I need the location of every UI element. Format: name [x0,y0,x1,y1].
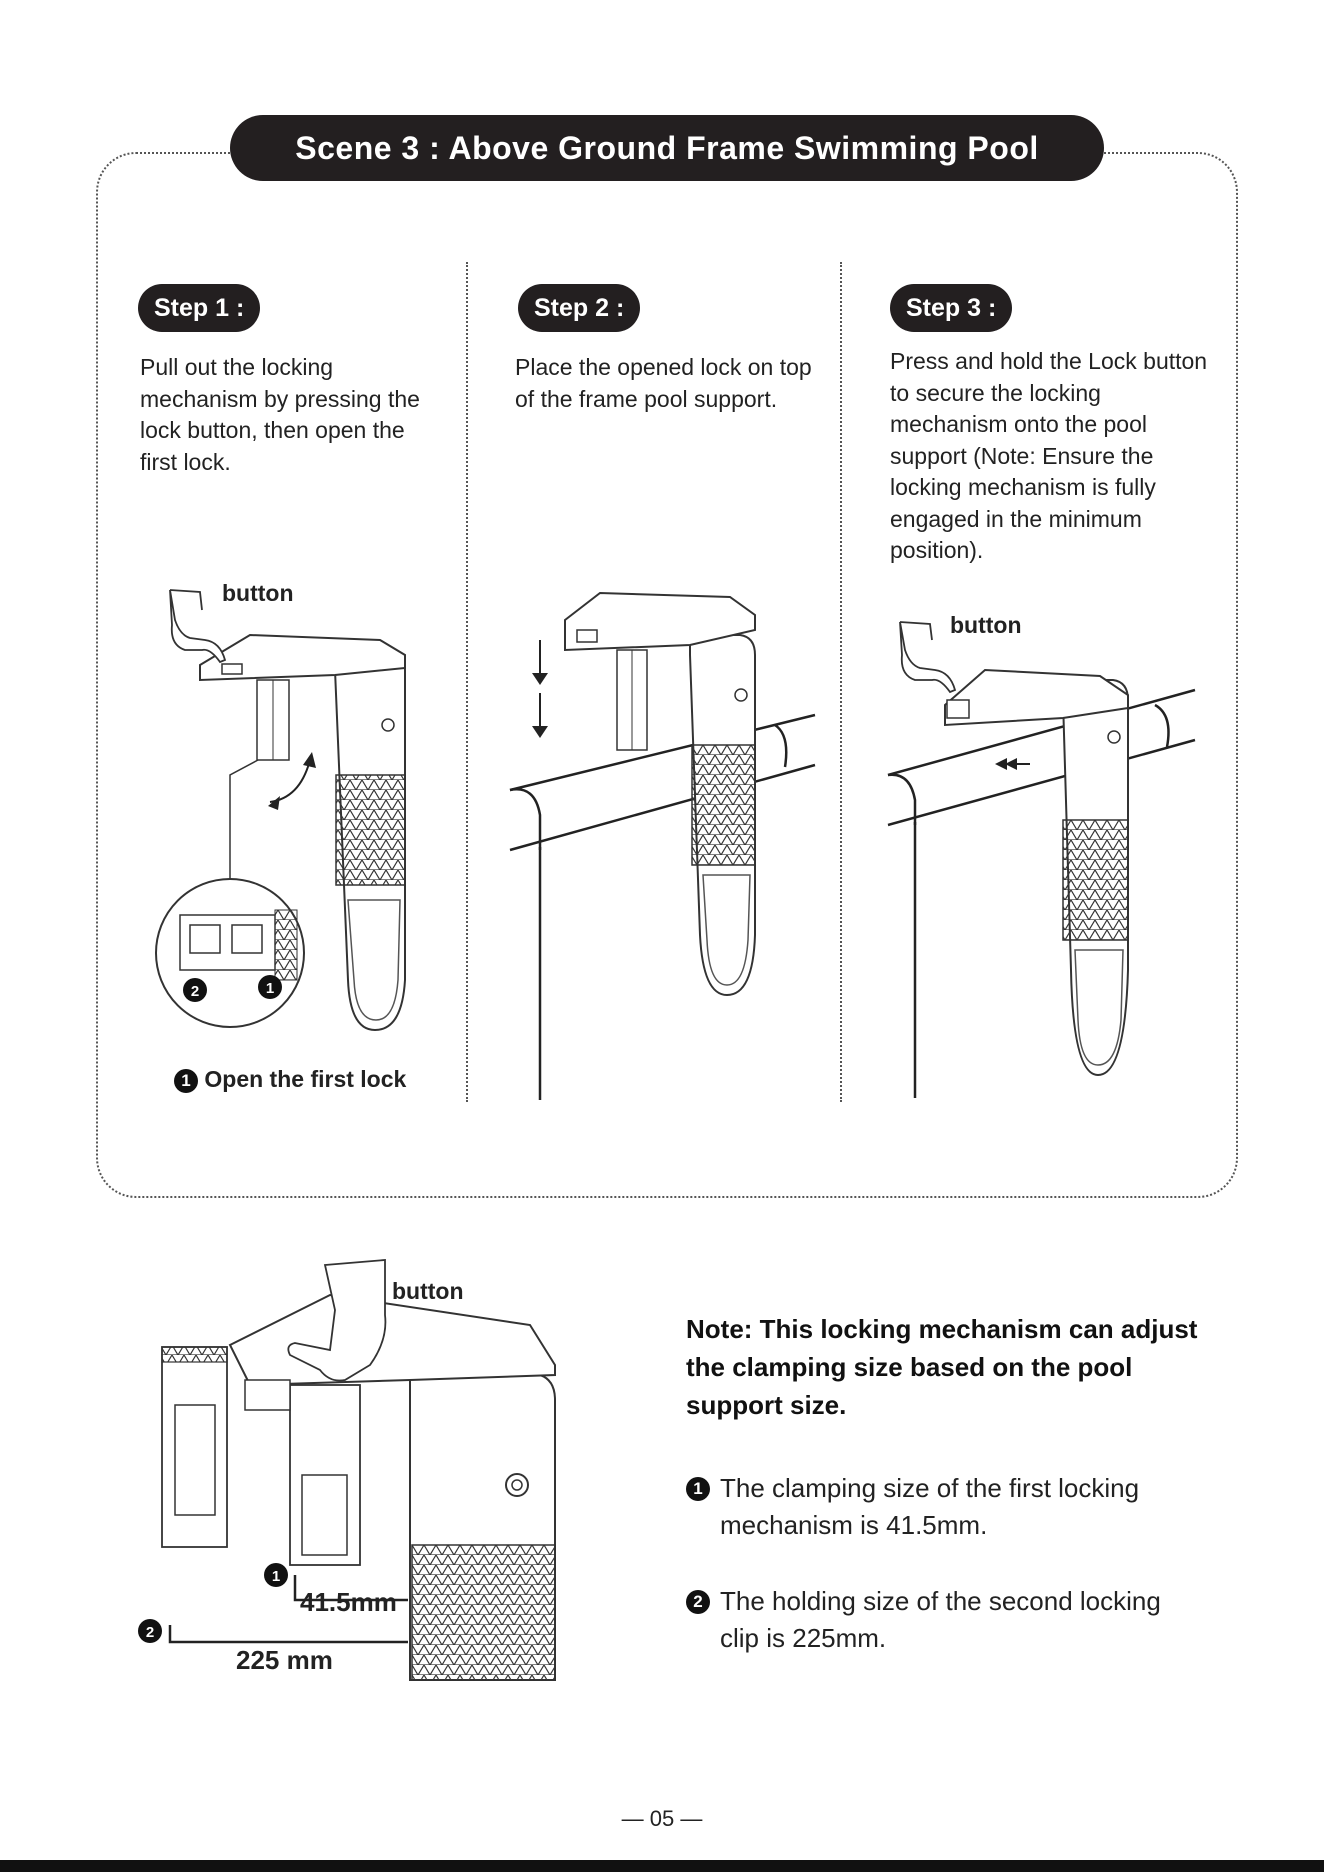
marker-2-icon: 2 [146,1624,154,1641]
scene-title: Scene 3 : Above Ground Frame Swimming Po… [230,115,1104,181]
step-2-badge: Step 2 : [518,284,641,332]
marker-1-icon: 1 [686,1477,710,1501]
step-2-text: Place the opened lock on top of the fram… [515,354,812,412]
step-3-text: Press and hold the Lock button to secure… [890,348,1208,563]
svg-text:1: 1 [266,980,274,997]
marker-1-icon: 1 [174,1068,198,1093]
note-item-text: The holding size of the second locking c… [720,1586,1161,1653]
callout-text: Open the first lock [204,1066,407,1092]
note-item-2: 2 The holding size of the second locking… [686,1583,1206,1657]
step-1-text: Pull out the locking mechanism by pressi… [140,354,420,475]
step-1-badge: Step 1 : [138,284,261,332]
svg-text:2: 2 [191,983,199,1000]
dimension-illustration: 1 2 [138,1259,556,1681]
button-label: button [392,1278,464,1304]
button-label: button [950,612,1022,638]
note-item-text: The clamping size of the first locking m… [720,1473,1140,1540]
marker-2-icon: 2 [686,1590,710,1614]
dimension-41-5mm: 41.5mm [300,1587,397,1617]
step-1-callout: 1 Open the first lock [174,1066,406,1093]
bottom-bar [0,1860,1324,1872]
column-divider [466,262,468,1102]
note-title: Note: This locking mechanism can adjust … [686,1314,1198,1420]
marker-1-icon: 1 [272,1568,280,1585]
dimension-225mm: 225 mm [236,1645,333,1675]
step-3-badge: Step 3 : [890,284,1013,332]
column-divider [840,262,842,1102]
step-3-illustration [887,621,1196,1098]
button-label: button [222,580,294,606]
page-number: — 05 — [621,1806,703,1831]
step-2-illustration [509,591,816,1100]
step-1-illustration: 2 1 [155,589,406,1032]
note-item-1: 1 The clamping size of the first locking… [686,1470,1206,1544]
